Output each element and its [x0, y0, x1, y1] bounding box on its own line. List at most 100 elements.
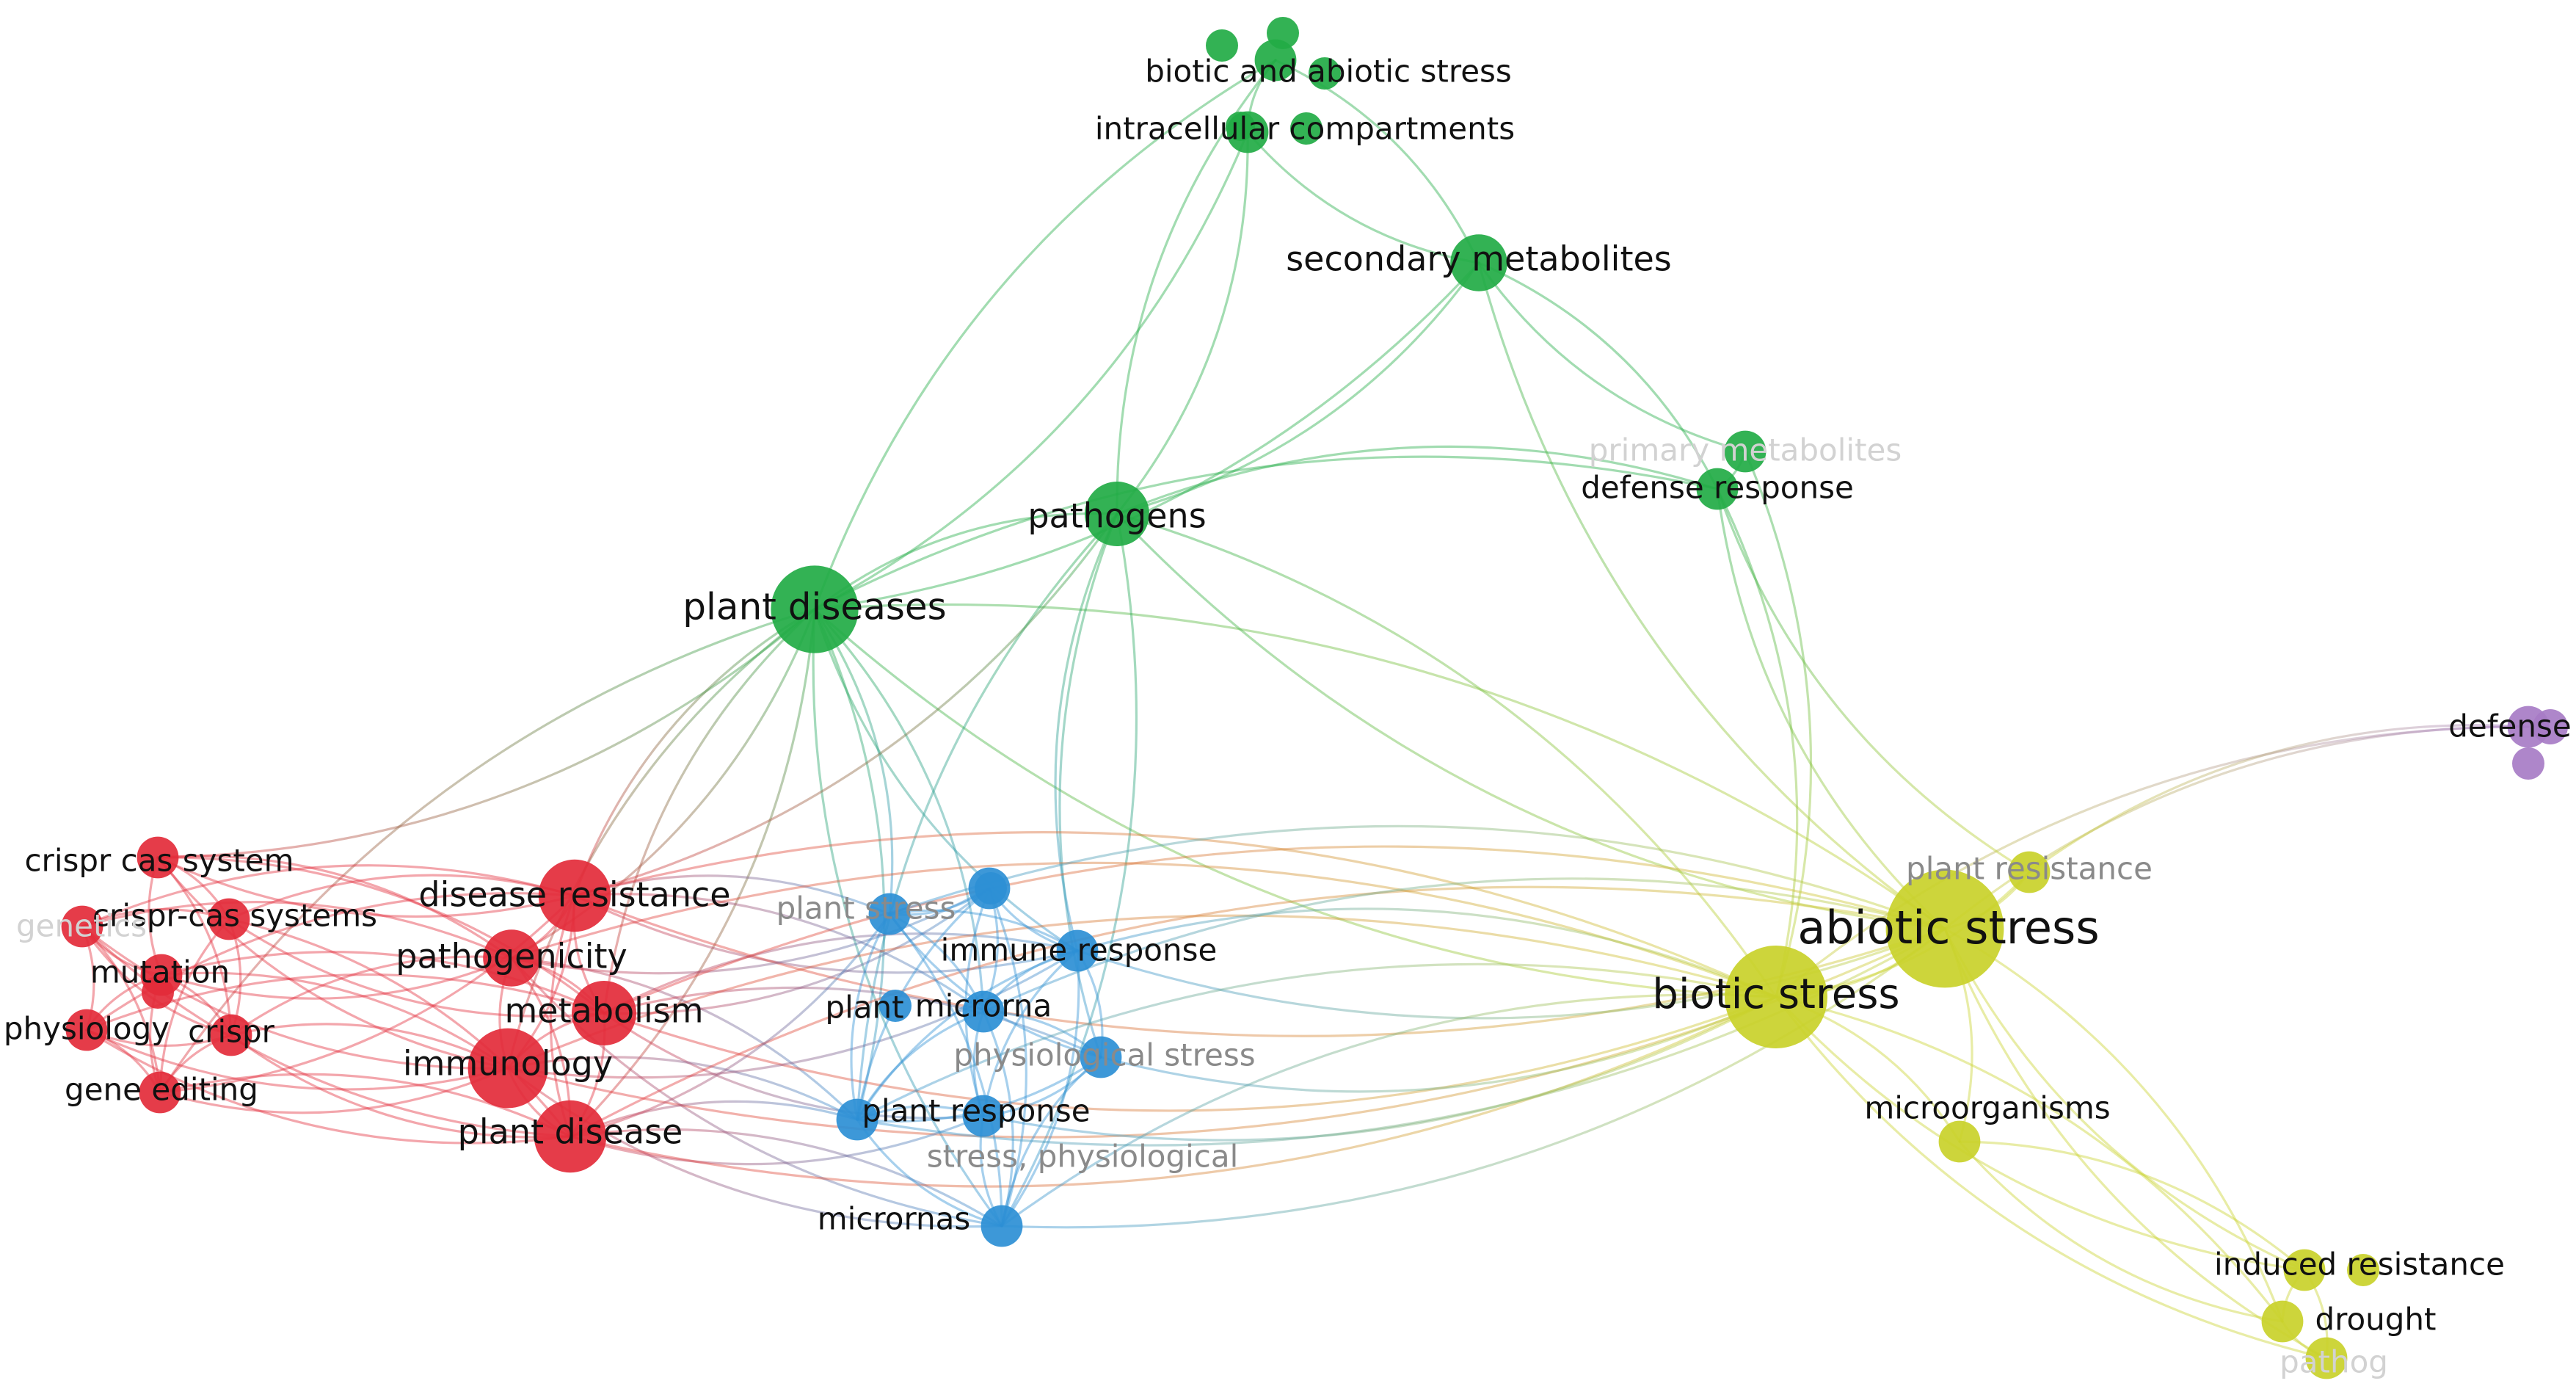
- link-immune-response-stress-physiological: [982, 949, 1079, 1117]
- link-physiology-immunology: [85, 1029, 509, 1091]
- link-crispr-cas-system-metabolism: [156, 856, 605, 1015]
- link-pathogens-abiotic-stress: [1116, 512, 1946, 930]
- node-gene-editing[interactable]: [139, 1071, 181, 1114]
- node-defense[interactable]: [2507, 706, 2550, 748]
- link-immune-response-biotic-stress: [1076, 907, 1778, 998]
- link-plant-diseases-pathogens: [813, 512, 1118, 611]
- link-pathogenicity-micrornas: [510, 957, 1003, 1227]
- node-defense-response[interactable]: [1696, 468, 1739, 510]
- link-microrna-plant-response: [856, 1010, 985, 1121]
- node-plant-disease[interactable]: [534, 1100, 607, 1173]
- link-plant-diseases-microrna: [813, 608, 985, 1013]
- node-intracellular-compartments[interactable]: [1226, 111, 1269, 153]
- node-plant-resistance[interactable]: [2008, 851, 2051, 893]
- link-genetics-pathogenicity: [81, 901, 513, 960]
- node-pathogenicity[interactable]: [483, 929, 540, 987]
- node-immune-response[interactable]: [1056, 929, 1099, 972]
- label-secondary-metabolites: secondary metabolites: [1286, 239, 1672, 279]
- link-immune-response-micrornas: [1000, 949, 1080, 1227]
- node-stress-physiological[interactable]: [962, 1095, 1005, 1137]
- link-plant-stress-immune-response: [888, 909, 1079, 952]
- link-gene-editing-plant-disease: [159, 1073, 572, 1138]
- link-plant-stress-micrornas: [888, 913, 1003, 1227]
- label-plant: plant: [825, 990, 903, 1026]
- node-plant-stress[interactable]: [868, 893, 911, 935]
- node-pathogens[interactable]: [1085, 482, 1149, 546]
- node-crispr-cas-system[interactable]: [137, 836, 179, 879]
- label-mutation: mutation: [90, 954, 230, 990]
- label-stress-physiological: stress, physiological: [927, 1139, 1239, 1175]
- link-plant-stress-plant-response: [850, 913, 891, 1121]
- satellite-node: [879, 990, 912, 1022]
- label-crispr: crispr: [188, 1014, 275, 1050]
- link-genetics-gene-editing: [81, 925, 161, 1094]
- link-plant-diseases-plant-disease: [569, 608, 816, 1138]
- link-primary-metabolites-biotic-stress: [1744, 450, 1813, 998]
- node-crispr-cas-systems[interactable]: [208, 898, 250, 940]
- label-induced-resistance: induced resistance: [2214, 1247, 2505, 1283]
- satellite-node: [1290, 112, 1322, 145]
- node-disease-resistance[interactable]: [538, 859, 611, 932]
- node-micrornas[interactable]: [980, 1205, 1023, 1247]
- node-physiological-stress[interactable]: [1080, 1036, 1122, 1078]
- link-plant-diseases-micrornas: [812, 608, 1003, 1227]
- node-biotic-and-abiotic-stress[interactable]: [1254, 39, 1297, 81]
- link-immune-response-plant-response: [856, 949, 1079, 1121]
- label-physiological-stress: physiological stress: [953, 1037, 1255, 1073]
- node-microorganisms[interactable]: [1938, 1120, 1981, 1163]
- link-abiotic-stress-pathog: [1943, 927, 2328, 1360]
- node-plant-diseases[interactable]: [771, 565, 859, 653]
- node-layer: [61, 17, 2568, 1379]
- node-metabolism[interactable]: [572, 981, 636, 1045]
- link-plant-response-biotic-stress: [856, 962, 1778, 1121]
- label-plant-resistance: plant resistance: [1906, 851, 2153, 887]
- link-pathogens-secondary-metabolites: [1116, 261, 1480, 515]
- link-crispr-plant-disease: [230, 1034, 572, 1139]
- link-plant-diseases-intracellular-compartments: [813, 131, 1249, 611]
- node-crispr[interactable]: [210, 1014, 252, 1056]
- link-crispr-cas-systems-metabolism: [228, 918, 605, 1018]
- node-plant[interactable]: [968, 867, 1011, 910]
- node-primary-metabolites[interactable]: [1724, 430, 1767, 473]
- link-mutation-pathogenicity: [160, 957, 513, 1000]
- link-pathogens-plant-response: [856, 512, 1118, 1121]
- link-mutation-metabolism: [160, 951, 605, 1015]
- link-secondary-metabolites-primary-metabolites: [1477, 261, 1747, 453]
- node-induced-resistance[interactable]: [2283, 1249, 2326, 1291]
- link-plant-micrornas: [988, 887, 1027, 1227]
- link-layer: [81, 59, 2530, 1360]
- node-immunology[interactable]: [467, 1028, 548, 1109]
- label-primary-metabolites: primary metabolites: [1589, 432, 1902, 468]
- label-biotic-and-abiotic-stress: biotic and abiotic stress: [1145, 54, 1512, 90]
- node-drought[interactable]: [2261, 1300, 2304, 1343]
- label-plant-diseases: plant diseases: [683, 586, 946, 628]
- link-pathogenicity-plant-response: [510, 957, 859, 1121]
- satellite-node: [2347, 1254, 2379, 1286]
- link-defense-response-plant-resistance: [1716, 487, 2031, 874]
- link-plant-diseases-biotic-stress: [813, 608, 1778, 998]
- link-metabolism-physiological-stress: [603, 986, 1102, 1059]
- node-microrna[interactable]: [962, 990, 1005, 1033]
- link-secondary-metabolites-abiotic-stress: [1477, 261, 1946, 930]
- link-biotic-stress-defense: [1775, 725, 2530, 998]
- link-physiological-stress-micrornas: [1000, 1056, 1102, 1227]
- link-abiotic-stress-drought: [1943, 927, 2284, 1323]
- node-abiotic-stress[interactable]: [1885, 869, 2004, 988]
- node-genetics[interactable]: [61, 905, 103, 948]
- link-plant-diseases-abiotic-stress: [813, 603, 1946, 930]
- node-biotic-stress[interactable]: [1725, 946, 1827, 1048]
- node-plant-response[interactable]: [836, 1098, 878, 1141]
- link-plant-disease-biotic-stress: [569, 995, 1778, 1188]
- node-secondary-metabolites[interactable]: [1450, 234, 1507, 291]
- label-drought: drought: [2315, 1302, 2436, 1338]
- node-physiology[interactable]: [65, 1009, 108, 1051]
- label-plant-response: plant response: [862, 1093, 1090, 1129]
- node-pathog[interactable]: [2305, 1337, 2348, 1379]
- label-biotic-stress: biotic stress: [1652, 971, 1899, 1018]
- link-stress-physiological-biotic-stress: [982, 995, 1778, 1142]
- node-mutation[interactable]: [140, 954, 183, 996]
- link-secondary-metabolites-intracellular-compartments: [1246, 131, 1480, 264]
- link-gene-editing-immunology: [159, 1067, 509, 1114]
- link-microorganisms-induced-resistance: [1958, 1140, 2306, 1272]
